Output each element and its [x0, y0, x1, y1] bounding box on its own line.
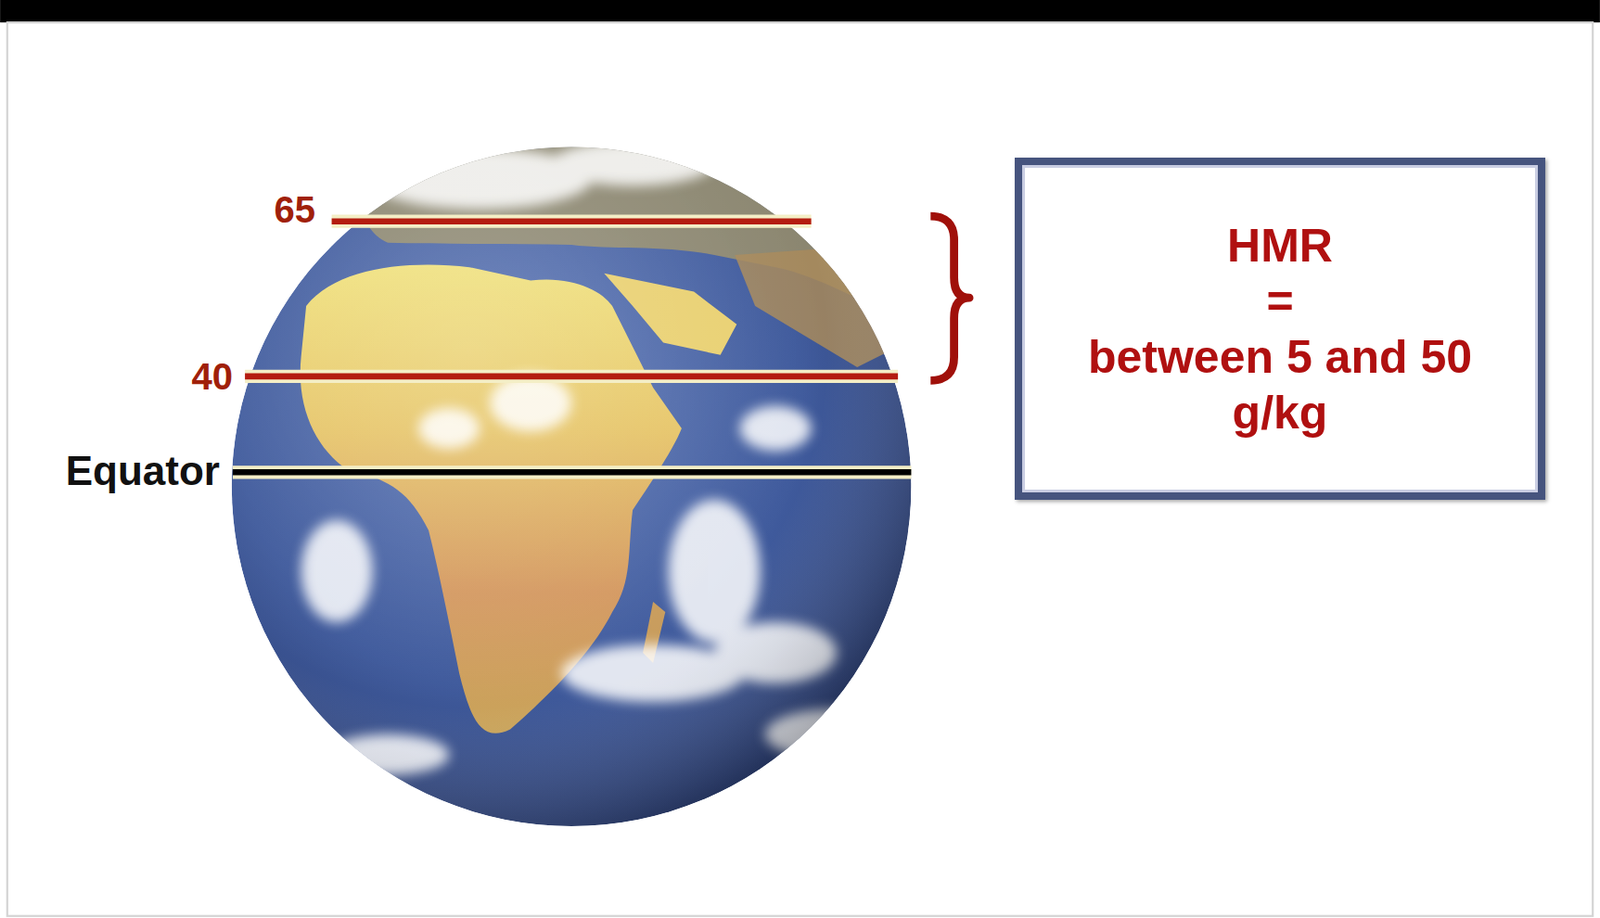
- definition-text: =: [1266, 273, 1293, 330]
- equator-label: Equator: [65, 448, 220, 494]
- definition-box: HMR=between 5 and 50 g/kg: [1014, 157, 1546, 500]
- definition-text: HMR: [1227, 217, 1333, 274]
- curly-brace: [930, 216, 970, 381]
- definition-text: between 5 and 50 g/kg: [1038, 329, 1522, 441]
- globe: [231, 131, 919, 827]
- top-bar: [0, 0, 1600, 23]
- latitude-number: 40: [192, 356, 234, 397]
- latitude-lines: [232, 221, 912, 474]
- slide-frame: [7, 22, 1593, 917]
- latitude-number: 65: [274, 189, 317, 231]
